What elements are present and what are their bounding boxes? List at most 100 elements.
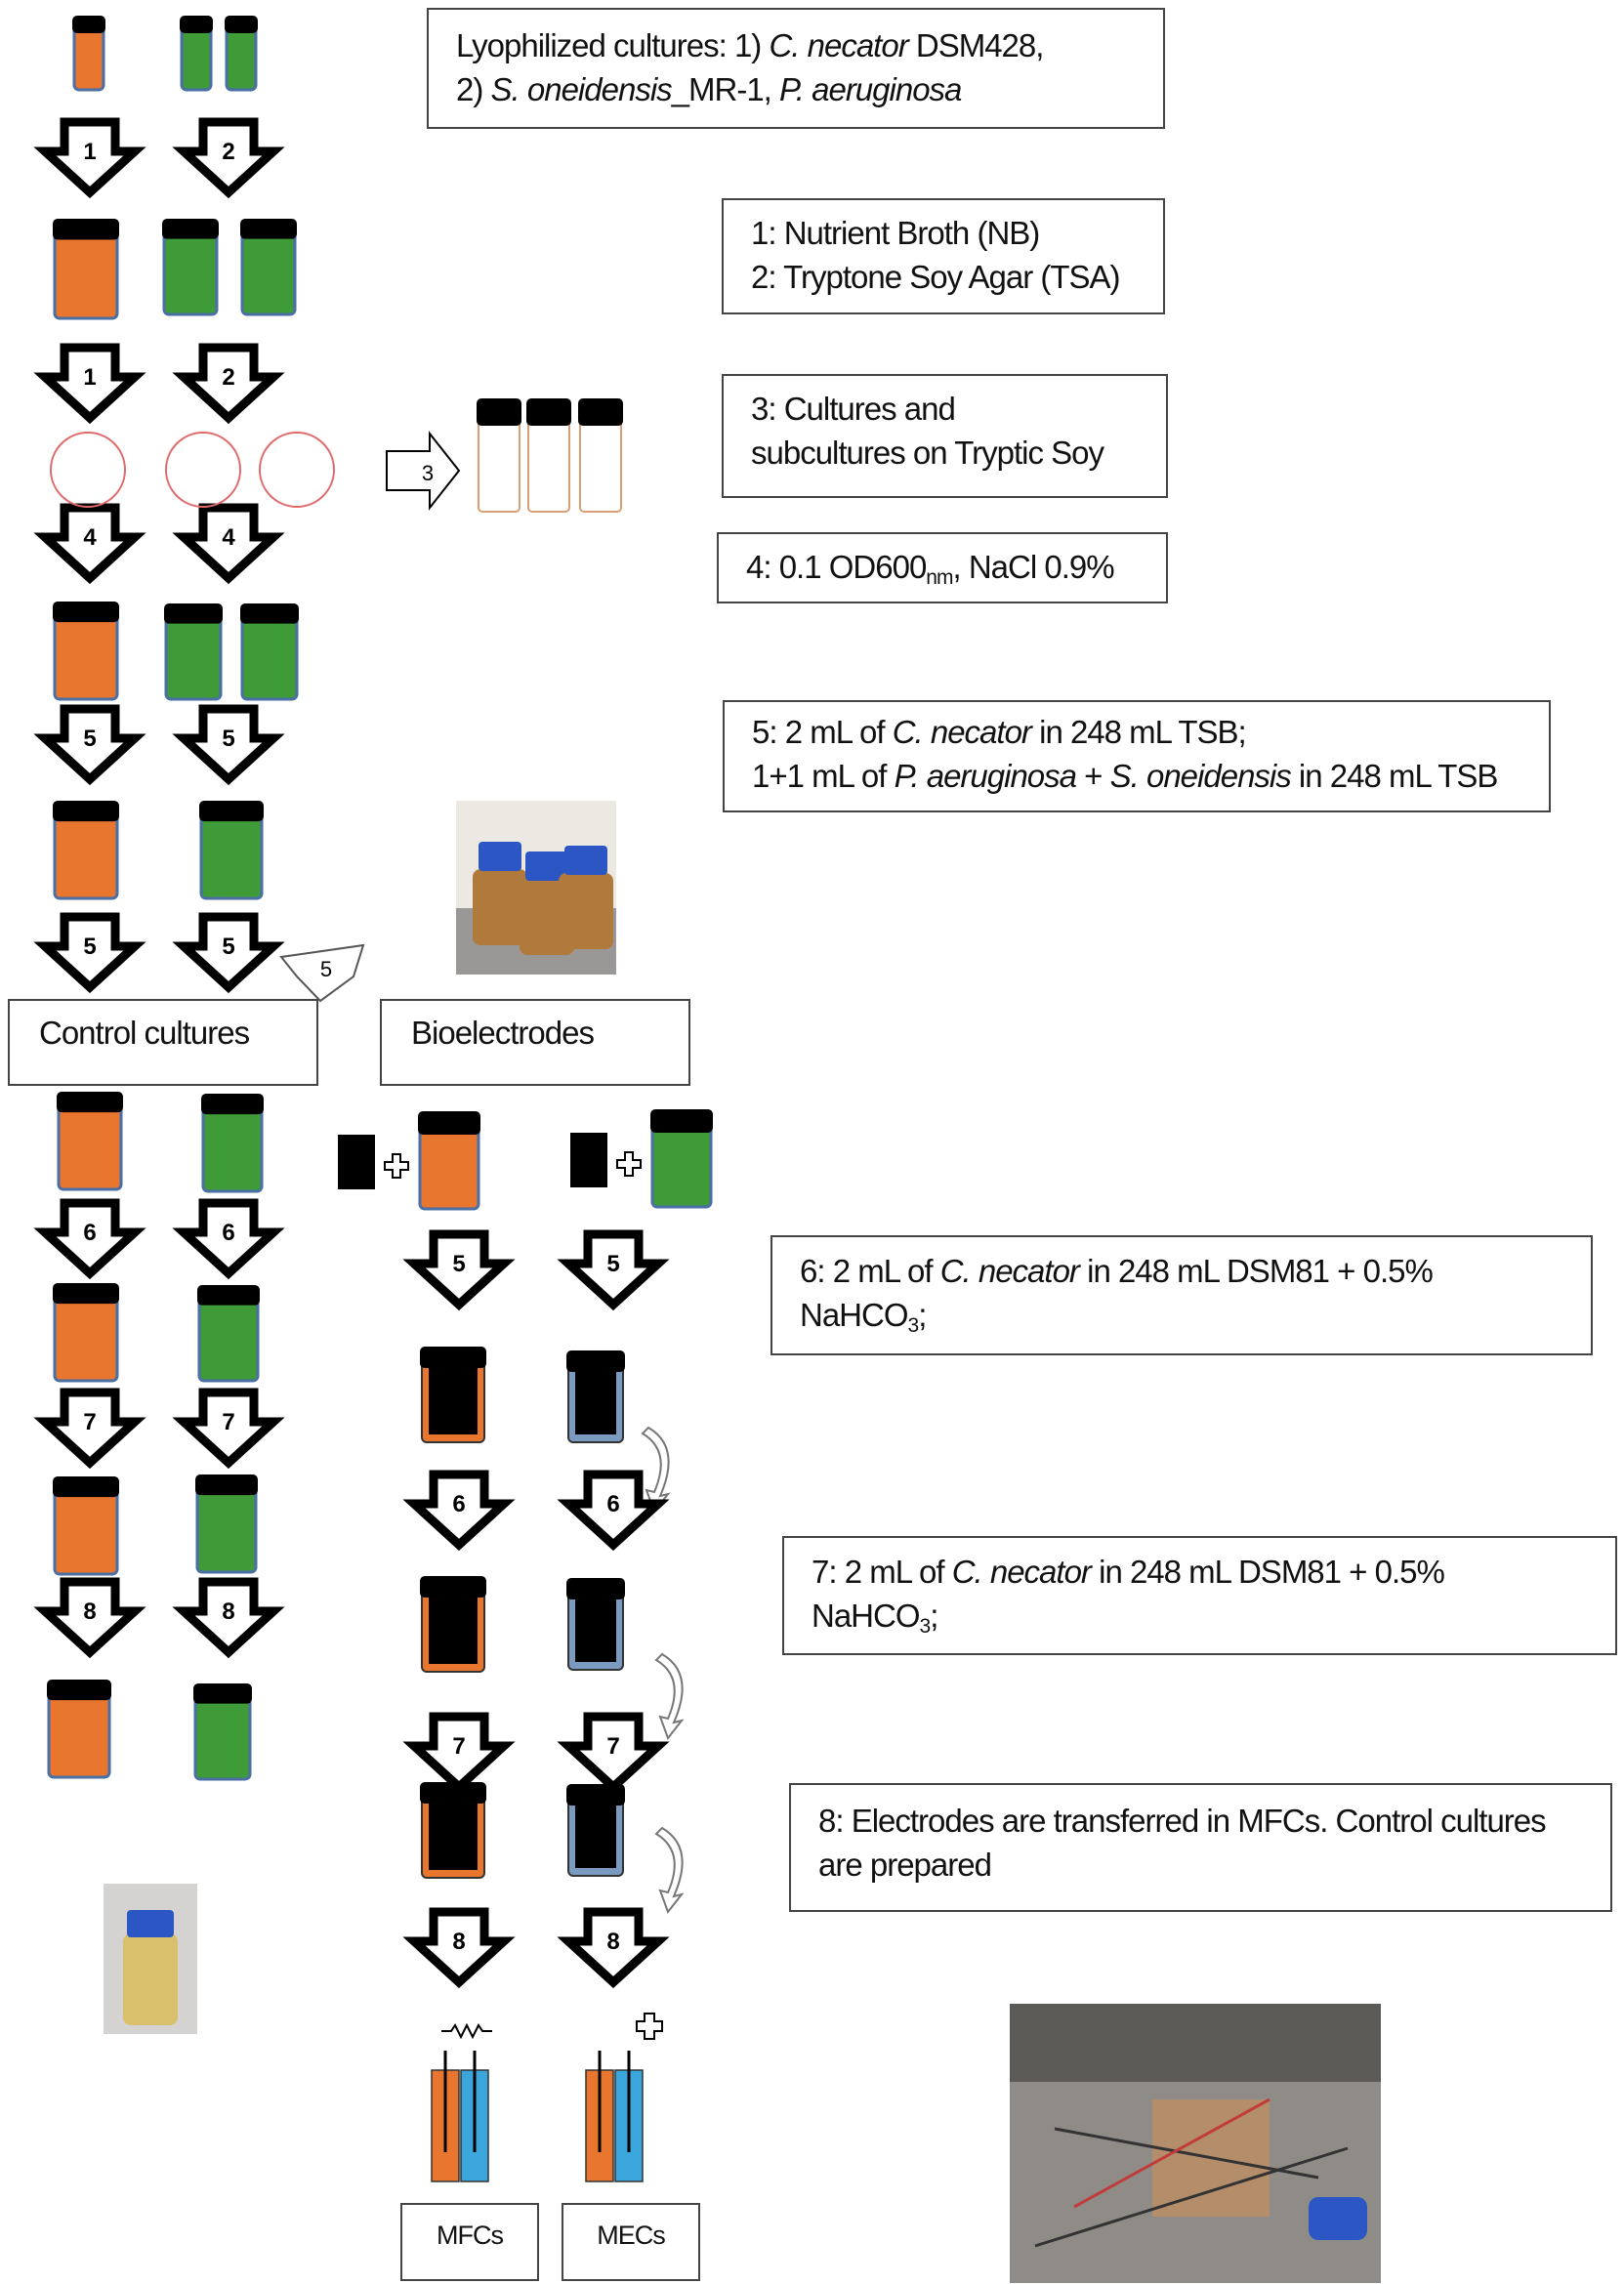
arrow-shape bbox=[557, 1229, 670, 1311]
electrode bbox=[429, 1804, 478, 1870]
control-culture-tsa-d bbox=[193, 1683, 252, 1781]
arrow-shape bbox=[33, 1577, 146, 1659]
step-number: 7 bbox=[606, 1733, 619, 1760]
arrow-step-1-left: 1 bbox=[33, 343, 146, 425]
arrow-shape bbox=[172, 117, 285, 199]
step-number: 8 bbox=[452, 1929, 465, 1955]
arrow-shape bbox=[172, 704, 285, 786]
tube-cap bbox=[650, 1109, 713, 1133]
arrow-step-8-left: 8 bbox=[33, 1577, 146, 1659]
mfc-cell-icon bbox=[431, 2051, 489, 2182]
arrow-step-8-right: 8 bbox=[172, 1577, 285, 1659]
control-culture-nb-b bbox=[53, 1283, 119, 1383]
arrow-step-1-left: 1 bbox=[33, 117, 146, 199]
arrow-step-6-right: 6 bbox=[172, 1198, 285, 1280]
culture-od-tsa-2 bbox=[240, 603, 299, 701]
arrow-bio-step-6-left: 6 bbox=[402, 1470, 516, 1552]
arrow-shape bbox=[33, 912, 146, 994]
flask-cap bbox=[566, 1784, 625, 1806]
electrode bbox=[429, 1368, 478, 1434]
tube-cap bbox=[162, 219, 219, 239]
step-number: 1 bbox=[83, 139, 96, 165]
tube-cap bbox=[526, 398, 571, 426]
mec-cell-icon bbox=[585, 2051, 644, 2182]
electrode bbox=[575, 1806, 616, 1868]
step-number: 4 bbox=[83, 524, 97, 551]
arrow-shape bbox=[402, 1229, 516, 1311]
photo-setup-icon bbox=[1010, 2004, 1381, 2283]
mfcs-label: MFCs bbox=[400, 2203, 539, 2281]
arrow-step-3 bbox=[386, 431, 461, 511]
arrow-step-7-right: 7 bbox=[172, 1388, 285, 1470]
arrow-step-5-right: 5 bbox=[172, 912, 285, 994]
curved-arrow-3 bbox=[654, 1826, 685, 1915]
bio-flask-nb-a bbox=[420, 1347, 486, 1443]
culture-nb bbox=[53, 219, 119, 320]
bio-flask-nb-b bbox=[420, 1576, 486, 1673]
bio-flask-nb-c bbox=[420, 1782, 486, 1879]
curved-arrow-1 bbox=[641, 1426, 671, 1515]
step-number: 8 bbox=[83, 1599, 96, 1625]
step-number: 6 bbox=[606, 1491, 619, 1517]
culture-tsa-2 bbox=[240, 219, 297, 316]
vial-nb bbox=[72, 16, 105, 92]
arrow-shape bbox=[402, 1907, 516, 1989]
control-culture-tsa-a bbox=[201, 1094, 264, 1193]
tube-cap bbox=[57, 1092, 123, 1113]
arrow-step-5-diagonal bbox=[279, 943, 365, 1003]
step-number: 5 bbox=[83, 934, 96, 960]
tube-cap bbox=[418, 1111, 480, 1135]
photo-cap bbox=[1309, 2197, 1367, 2240]
arrow-shape bbox=[33, 343, 146, 425]
note-tryptic-soy: 3: Cultures and subcultures on Tryptic S… bbox=[722, 374, 1168, 498]
arrow-shape bbox=[402, 1712, 516, 1794]
control-culture-tsa-b bbox=[197, 1285, 260, 1383]
vial-tsa-2 bbox=[225, 16, 258, 92]
arrow-shape bbox=[33, 117, 146, 199]
note-media: 1: Nutrient Broth (NB) 2: Tryptone Soy A… bbox=[722, 198, 1165, 314]
step-number: 7 bbox=[222, 1409, 234, 1435]
tube-cap bbox=[164, 603, 223, 624]
flask-liquid bbox=[473, 869, 527, 945]
tube-cap bbox=[53, 602, 119, 623]
tube-cap bbox=[53, 1283, 119, 1305]
arrow-bio-step-8-right: 8 bbox=[557, 1907, 670, 1989]
tube-cap bbox=[53, 1476, 119, 1498]
arrow-step-5-left: 5 bbox=[33, 912, 146, 994]
step-number: 4 bbox=[222, 524, 235, 551]
plus-icon bbox=[616, 1151, 642, 1177]
electrode-plate bbox=[338, 1135, 375, 1189]
electrode bbox=[575, 1599, 616, 1662]
arrow-bio-step-5-right: 5 bbox=[557, 1229, 670, 1311]
tube-cap bbox=[578, 398, 623, 426]
arrow-shape bbox=[172, 1198, 285, 1280]
note-dsm81-step7: 7: 2 mL of C. necator in 248 mL DSM81 + … bbox=[782, 1536, 1617, 1655]
electrode-plus-nb bbox=[338, 1111, 480, 1211]
step-number: 5 bbox=[606, 1251, 619, 1277]
culture-od-tsa-1 bbox=[164, 603, 223, 701]
flask-cap bbox=[564, 846, 607, 875]
culture-tsb-mix bbox=[199, 801, 264, 900]
arrow-bio-step-7-right: 7 bbox=[557, 1712, 670, 1794]
bio-flask-tsa-a bbox=[566, 1350, 625, 1443]
tube-cap bbox=[53, 219, 119, 240]
flask-cap bbox=[566, 1350, 625, 1372]
tube-cap bbox=[72, 16, 105, 33]
arrow-shape bbox=[33, 1388, 146, 1470]
arrow-bio-step-6-right: 6 bbox=[557, 1470, 670, 1552]
electrode-plate bbox=[570, 1133, 607, 1187]
step-number: 8 bbox=[222, 1599, 234, 1625]
note-electrodes-transferred: 8: Electrodes are transferred in MFCs. C… bbox=[789, 1783, 1612, 1912]
culture-tsa-1 bbox=[162, 219, 219, 316]
control-culture-tsa-c bbox=[195, 1474, 258, 1574]
control-culture-nb-c bbox=[53, 1476, 119, 1576]
tube-cap bbox=[199, 801, 264, 822]
arrow-shape bbox=[172, 912, 285, 994]
arrow-step-6-left: 6 bbox=[33, 1198, 146, 1280]
arrow-shape bbox=[172, 343, 285, 425]
subculture-tube-1 bbox=[477, 398, 521, 513]
photo-wire bbox=[1073, 2097, 1270, 2209]
tube-cap bbox=[53, 801, 119, 822]
plus-icon bbox=[636, 2013, 663, 2040]
